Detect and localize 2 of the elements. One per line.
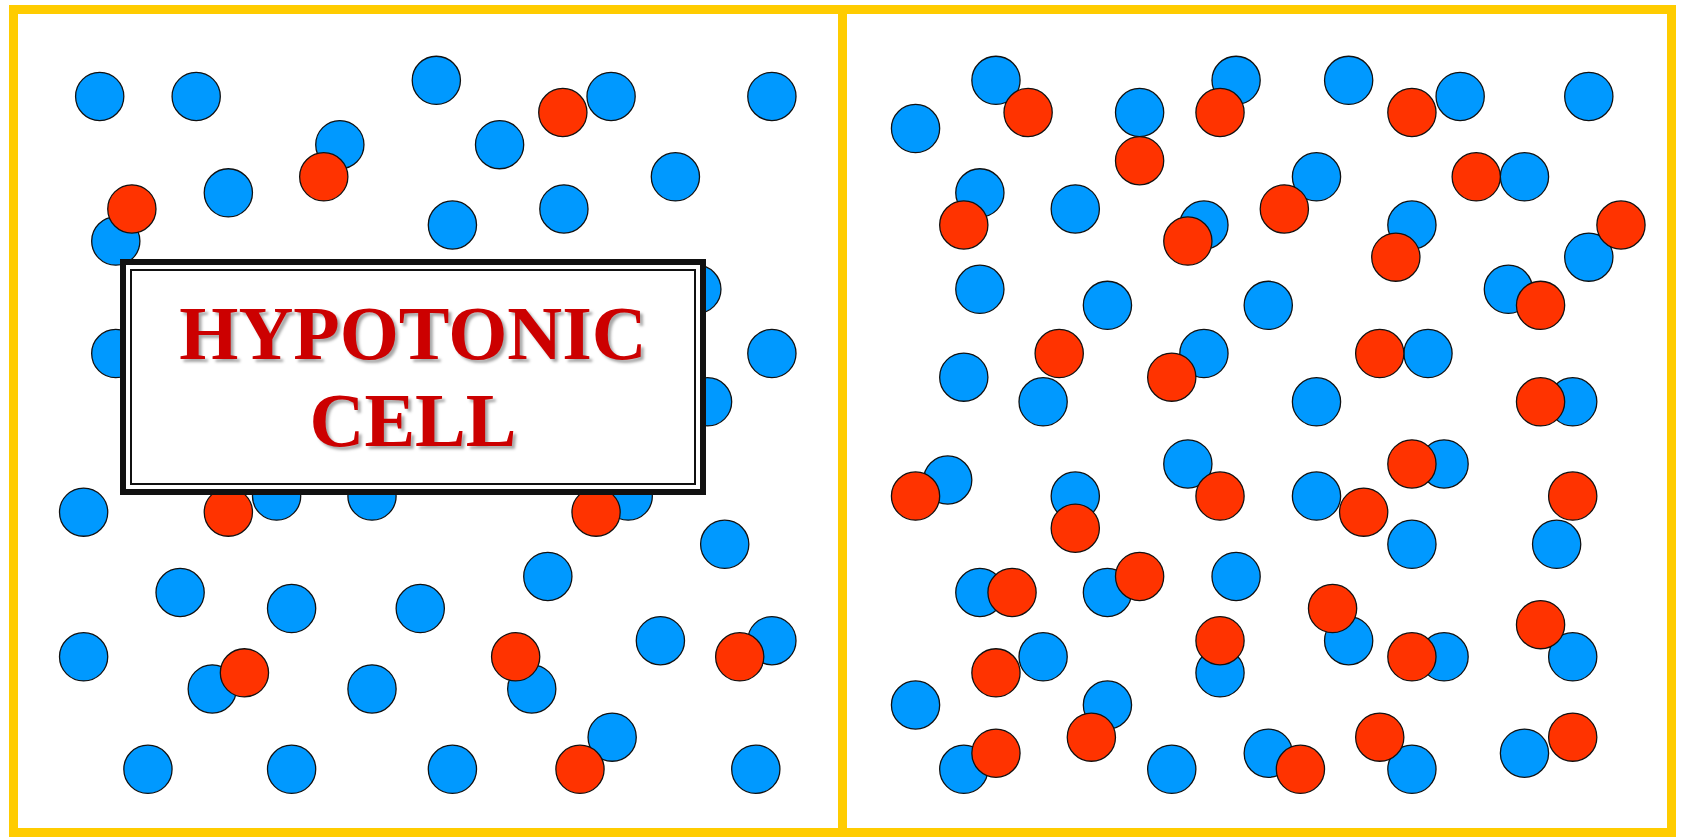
title-text: HYPOTONIC CELL — [178, 289, 648, 464]
title-box — [120, 259, 706, 495]
